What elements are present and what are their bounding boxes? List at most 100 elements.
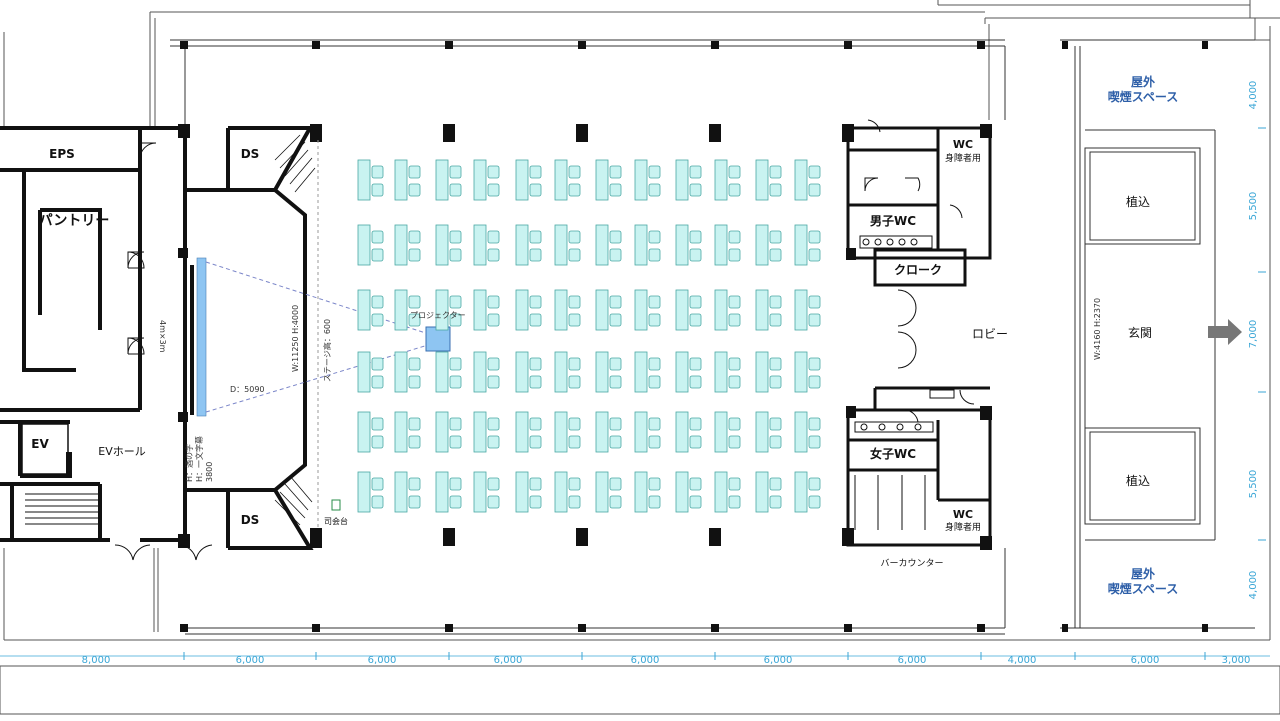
cloak-label: クローク — [894, 263, 942, 277]
table-set — [435, 159, 462, 201]
eps-label: EPS — [49, 147, 75, 161]
mc-stand-label: 司会台 — [324, 516, 348, 526]
column — [445, 624, 453, 632]
table-set — [714, 224, 741, 266]
smoking-bottom-label-2: 喫煙スペース — [1108, 581, 1179, 596]
screen-spec-label: W:11250 H:4000 — [291, 305, 300, 372]
table-set — [394, 159, 421, 201]
dim-bottom-3: 6,000 — [368, 655, 397, 666]
table-set — [473, 224, 500, 266]
table-set — [515, 224, 542, 266]
table-set — [714, 471, 741, 513]
mens-wc-label: 男子WC — [870, 214, 916, 228]
table-set — [755, 471, 782, 513]
column — [846, 248, 856, 260]
table-set — [794, 471, 821, 513]
seating-layout — [357, 159, 821, 513]
table-set — [357, 351, 384, 393]
column — [443, 528, 455, 546]
lobby-label: ロビー — [972, 327, 1008, 341]
restroom-fixtures — [854, 119, 975, 530]
table-set — [794, 351, 821, 393]
table-set — [554, 471, 581, 513]
table-set — [554, 351, 581, 393]
column — [180, 41, 188, 49]
column — [977, 41, 985, 49]
table-set — [675, 411, 702, 453]
table-set — [675, 224, 702, 266]
planting-bottom-label: 植込 — [1126, 473, 1150, 488]
dimension-ticks-right — [1258, 127, 1266, 541]
projection-screen — [196, 257, 207, 417]
column — [310, 124, 322, 138]
table-set — [473, 289, 500, 331]
dim-bottom-10: 3,000 — [1222, 655, 1251, 666]
bottom-dimensions: 8,000 6,000 6,000 6,000 6,000 6,000 6,00… — [82, 655, 1251, 666]
column — [711, 41, 719, 49]
table-set — [515, 159, 542, 201]
table-set — [794, 411, 821, 453]
table-set — [515, 289, 542, 331]
table-set — [515, 351, 542, 393]
dim-bottom-9: 6,000 — [1131, 655, 1160, 666]
table-set — [394, 289, 421, 331]
table-set — [515, 471, 542, 513]
column — [578, 624, 586, 632]
dim-bottom-5: 6,000 — [631, 655, 660, 666]
column — [576, 124, 588, 142]
table-set — [473, 351, 500, 393]
table-set — [755, 224, 782, 266]
table-set — [357, 289, 384, 331]
dim-bottom-8: 4,000 — [1008, 655, 1037, 666]
accessible-top-label: 身障者用 — [945, 152, 981, 164]
table-set — [755, 159, 782, 201]
table-set — [634, 411, 661, 453]
column — [711, 624, 719, 632]
ds-bottom-label: DS — [241, 513, 260, 527]
table-set — [714, 351, 741, 393]
entrance-label: 玄関 — [1128, 325, 1152, 340]
column — [977, 624, 985, 632]
table-set — [473, 159, 500, 201]
column — [310, 534, 322, 548]
left-wing-walls — [0, 126, 187, 542]
table-set — [394, 471, 421, 513]
table-set — [634, 159, 661, 201]
lobby-doors — [897, 289, 917, 369]
dim-bottom-6: 6,000 — [764, 655, 793, 666]
table-set — [357, 471, 384, 513]
table-set — [394, 224, 421, 266]
column — [846, 406, 856, 418]
projector — [425, 326, 451, 352]
column — [709, 124, 721, 142]
table-set — [554, 411, 581, 453]
table-set — [675, 289, 702, 331]
smoking-top-label-1: 屋外 — [1131, 74, 1155, 89]
table-set — [755, 289, 782, 331]
dim-right-3: 7,000 — [1248, 320, 1259, 349]
wc-top-label: WC — [953, 138, 973, 151]
dim-bottom-4: 6,000 — [494, 655, 523, 666]
dim-right-4: 5,500 — [1248, 470, 1259, 499]
dim-bottom-2: 6,000 — [236, 655, 265, 666]
table-set — [675, 351, 702, 393]
table-set — [435, 471, 462, 513]
table-set — [435, 289, 462, 331]
table-set — [595, 471, 622, 513]
exit-arrow — [1208, 319, 1242, 345]
table-set — [714, 411, 741, 453]
dim-right-5: 4,000 — [1248, 571, 1259, 600]
table-set — [714, 289, 741, 331]
planting-top-label: 植込 — [1126, 194, 1150, 209]
table-set — [435, 351, 462, 393]
building-columns — [178, 41, 1208, 632]
table-set — [357, 411, 384, 453]
dimension-ticks — [183, 652, 1206, 660]
stage-height-label: ステージ高：600 — [322, 319, 332, 382]
dim-bottom-7: 6,000 — [898, 655, 927, 666]
table-set — [595, 351, 622, 393]
column — [844, 41, 852, 49]
table-set — [634, 351, 661, 393]
